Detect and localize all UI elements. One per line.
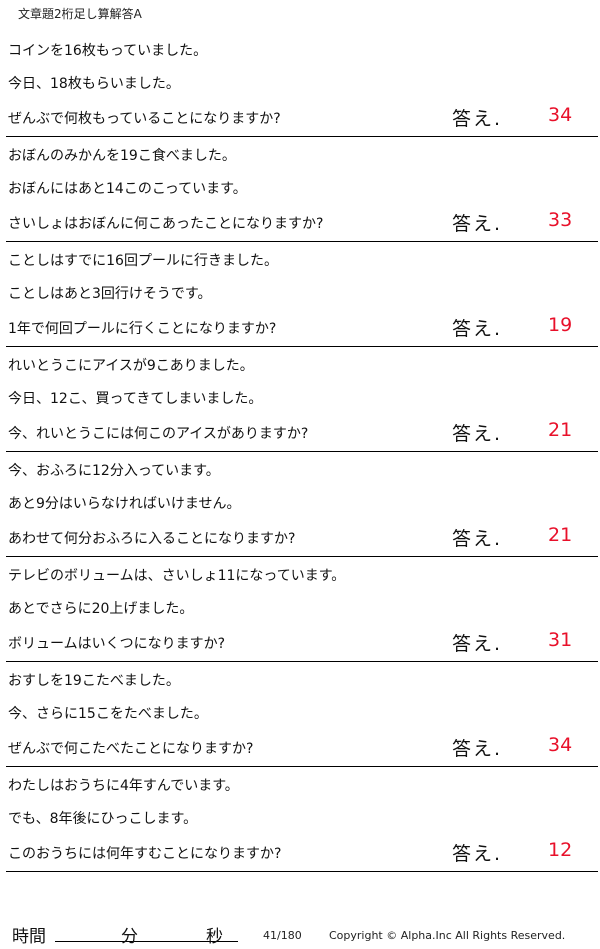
problem-line: 今、さらに15こをたべました。 bbox=[8, 706, 208, 722]
problem-question: 1年で何回プールに行くことになりますか? bbox=[8, 321, 277, 337]
answer-divider bbox=[6, 871, 598, 872]
answer-label: 答え. bbox=[452, 318, 503, 340]
problem-line: ことしはすでに16回プールに行きました。 bbox=[8, 253, 278, 269]
answer-value: 31 bbox=[548, 629, 573, 651]
answer-value: 34 bbox=[548, 734, 573, 756]
answer-label: 答え. bbox=[452, 528, 503, 550]
answer-label: 答え. bbox=[452, 108, 503, 130]
problem-line: おぼんにはあと14このこっています。 bbox=[8, 181, 247, 197]
problem-question: 今、れいとうこには何このアイスがありますか? bbox=[8, 426, 309, 442]
problem-1: コインを16枚もっていました。 今日、18枚もらいました。 ぜんぶで何枚もってい… bbox=[0, 40, 600, 145]
problem-line: ことしはあと3回行けそうです。 bbox=[8, 286, 212, 302]
answer-divider bbox=[6, 136, 598, 137]
answer-value: 12 bbox=[548, 839, 573, 861]
problem-line: あとでさらに20上げました。 bbox=[8, 601, 194, 617]
answer-value: 19 bbox=[548, 314, 573, 336]
problem-question: ボリュームはいくつになりますか? bbox=[8, 636, 226, 652]
problem-line: でも、8年後にひっこします。 bbox=[8, 811, 198, 827]
problem-line: わたしはおうちに4年すんでいます。 bbox=[8, 778, 239, 794]
problem-question: ぜんぶで何こたべたことになりますか? bbox=[8, 741, 254, 757]
answer-label: 答え. bbox=[452, 423, 503, 445]
answer-label: 答え. bbox=[452, 213, 503, 235]
problem-line: あと9分はいらなければいけません。 bbox=[8, 496, 241, 512]
answer-value: 34 bbox=[548, 104, 573, 126]
answer-divider bbox=[6, 451, 598, 452]
problem-question: あわせて何分おふろに入ることになりますか? bbox=[8, 531, 296, 547]
answer-divider bbox=[6, 766, 598, 767]
problem-question: さいしょはおぼんに何こあったことになりますか? bbox=[8, 216, 324, 232]
answer-divider bbox=[6, 241, 598, 242]
answer-value: 33 bbox=[548, 209, 573, 231]
problem-question: ぜんぶで何枚もっていることになりますか? bbox=[8, 111, 281, 127]
time-label: 時間 bbox=[12, 927, 46, 947]
worksheet-title: 文章題2桁足し算解答A bbox=[18, 7, 142, 21]
copyright-notice: Copyright © Alpha.Inc All Rights Reserve… bbox=[329, 929, 566, 942]
problem-line: 今日、18枚もらいました。 bbox=[8, 76, 180, 92]
answer-value: 21 bbox=[548, 419, 573, 441]
problem-2: おぼんのみかんを19こ食べました。 おぼんにはあと14このこっています。 さいし… bbox=[0, 145, 600, 250]
answer-value: 21 bbox=[548, 524, 573, 546]
footer: 時間 分 秒 41/180 Copyright © Alpha.Inc All … bbox=[0, 922, 600, 947]
problem-6: テレビのボリュームは、さいしょ11になっています。 あとでさらに20上げました。… bbox=[0, 565, 600, 670]
answer-label: 答え. bbox=[452, 843, 503, 865]
problem-line: おぼんのみかんを19こ食べました。 bbox=[8, 148, 236, 164]
problem-line: 今、おふろに12分入っています。 bbox=[8, 463, 220, 479]
problem-line: れいとうこにアイスが9こありました。 bbox=[8, 358, 254, 374]
minutes-label: 分 bbox=[121, 927, 138, 947]
answer-divider bbox=[6, 661, 598, 662]
problem-line: おすしを19こたべました。 bbox=[8, 673, 180, 689]
problem-line: 今日、12こ、買ってきてしまいました。 bbox=[8, 391, 263, 407]
problem-3: ことしはすでに16回プールに行きました。 ことしはあと3回行けそうです。 1年で… bbox=[0, 250, 600, 355]
problem-list: コインを16枚もっていました。 今日、18枚もらいました。 ぜんぶで何枚もってい… bbox=[0, 40, 600, 880]
problem-5: 今、おふろに12分入っています。 あと9分はいらなければいけません。 あわせて何… bbox=[0, 460, 600, 565]
seconds-label: 秒 bbox=[206, 927, 223, 947]
answer-label: 答え. bbox=[452, 738, 503, 760]
answer-divider bbox=[6, 346, 598, 347]
problem-8: わたしはおうちに4年すんでいます。 でも、8年後にひっこします。 このおうちには… bbox=[0, 775, 600, 880]
time-entry-line bbox=[55, 941, 238, 942]
page-number: 41/180 bbox=[263, 929, 302, 942]
problem-7: おすしを19こたべました。 今、さらに15こをたべました。 ぜんぶで何こたべたこ… bbox=[0, 670, 600, 775]
answer-divider bbox=[6, 556, 598, 557]
answer-label: 答え. bbox=[452, 633, 503, 655]
problem-4: れいとうこにアイスが9こありました。 今日、12こ、買ってきてしまいました。 今… bbox=[0, 355, 600, 460]
problem-question: このおうちには何年すむことになりますか? bbox=[8, 846, 282, 862]
problem-line: テレビのボリュームは、さいしょ11になっています。 bbox=[8, 568, 346, 584]
problem-line: コインを16枚もっていました。 bbox=[8, 43, 208, 59]
